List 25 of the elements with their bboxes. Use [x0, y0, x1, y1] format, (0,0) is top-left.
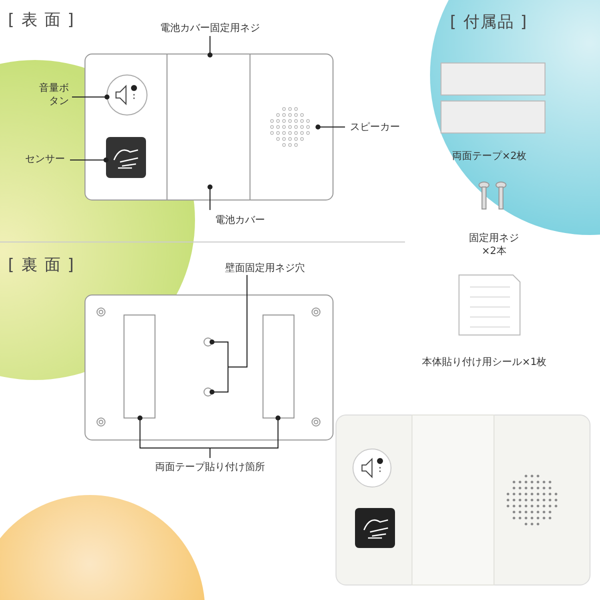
- sensor-panel: [106, 137, 146, 178]
- section-heading: [ 裏 面 ]: [8, 255, 75, 276]
- callout-label: 電池カバー: [180, 214, 300, 227]
- callout-label: 両面テープ貼り付け箇所: [150, 461, 270, 474]
- callout-label: 壁面固定用ネジ穴: [205, 262, 325, 275]
- leader-line: [316, 124, 346, 130]
- callout-label: 音量ボタン: [38, 82, 69, 108]
- caption: 本体貼り付け用シール×1枚: [422, 356, 547, 369]
- tape-area: [262, 314, 294, 418]
- callout-label: スピーカー: [350, 121, 400, 134]
- callout-label: センサー: [25, 153, 65, 166]
- leader-line: [208, 36, 212, 58]
- speaker-grille-drawing: [270, 107, 310, 147]
- tape-area: [124, 314, 156, 418]
- volume-button: [106, 74, 148, 116]
- leader-line: [210, 416, 280, 458]
- caption: 両面テープ×2枚: [452, 150, 527, 163]
- leader-line: [72, 94, 110, 100]
- battery-cover: [166, 54, 250, 200]
- section-heading: [ 表 面 ]: [8, 10, 75, 31]
- callout-label: 電池カバー固定用ネジ: [150, 22, 270, 35]
- caption: 固定用ネジ×2本: [468, 232, 520, 258]
- leader-line: [70, 158, 108, 162]
- section-heading: [ 付属品 ]: [450, 12, 528, 33]
- leader-line: [208, 184, 212, 210]
